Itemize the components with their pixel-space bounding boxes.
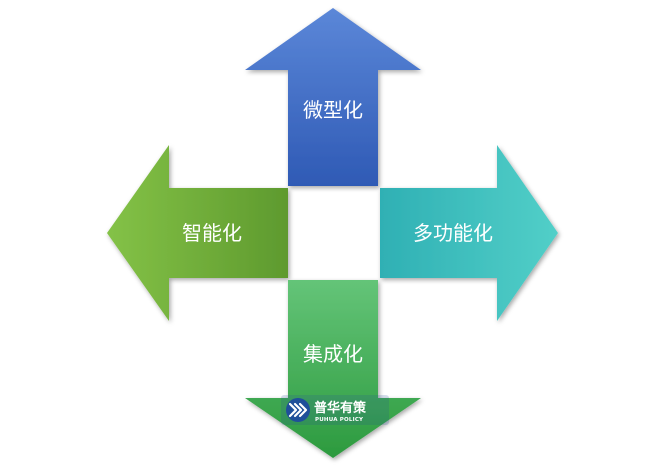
down-arrow [245, 280, 421, 458]
watermark-name: 普华有策 [314, 400, 367, 416]
right-arrow [380, 145, 558, 321]
puhua-watermark: 普华有策 PUHUA POLICY [281, 395, 389, 425]
up-arrow-label: 微型化 [303, 98, 363, 122]
watermark-background [281, 395, 389, 425]
down-arrow-label: 集成化 [303, 342, 363, 366]
right-arrow-label: 多功能化 [413, 221, 493, 245]
watermark-subtitle: PUHUA POLICY [315, 417, 364, 423]
left-arrow-label: 智能化 [182, 221, 242, 245]
up-arrow [245, 8, 421, 186]
puhua-logo-icon [286, 398, 310, 422]
left-arrow [107, 145, 288, 321]
